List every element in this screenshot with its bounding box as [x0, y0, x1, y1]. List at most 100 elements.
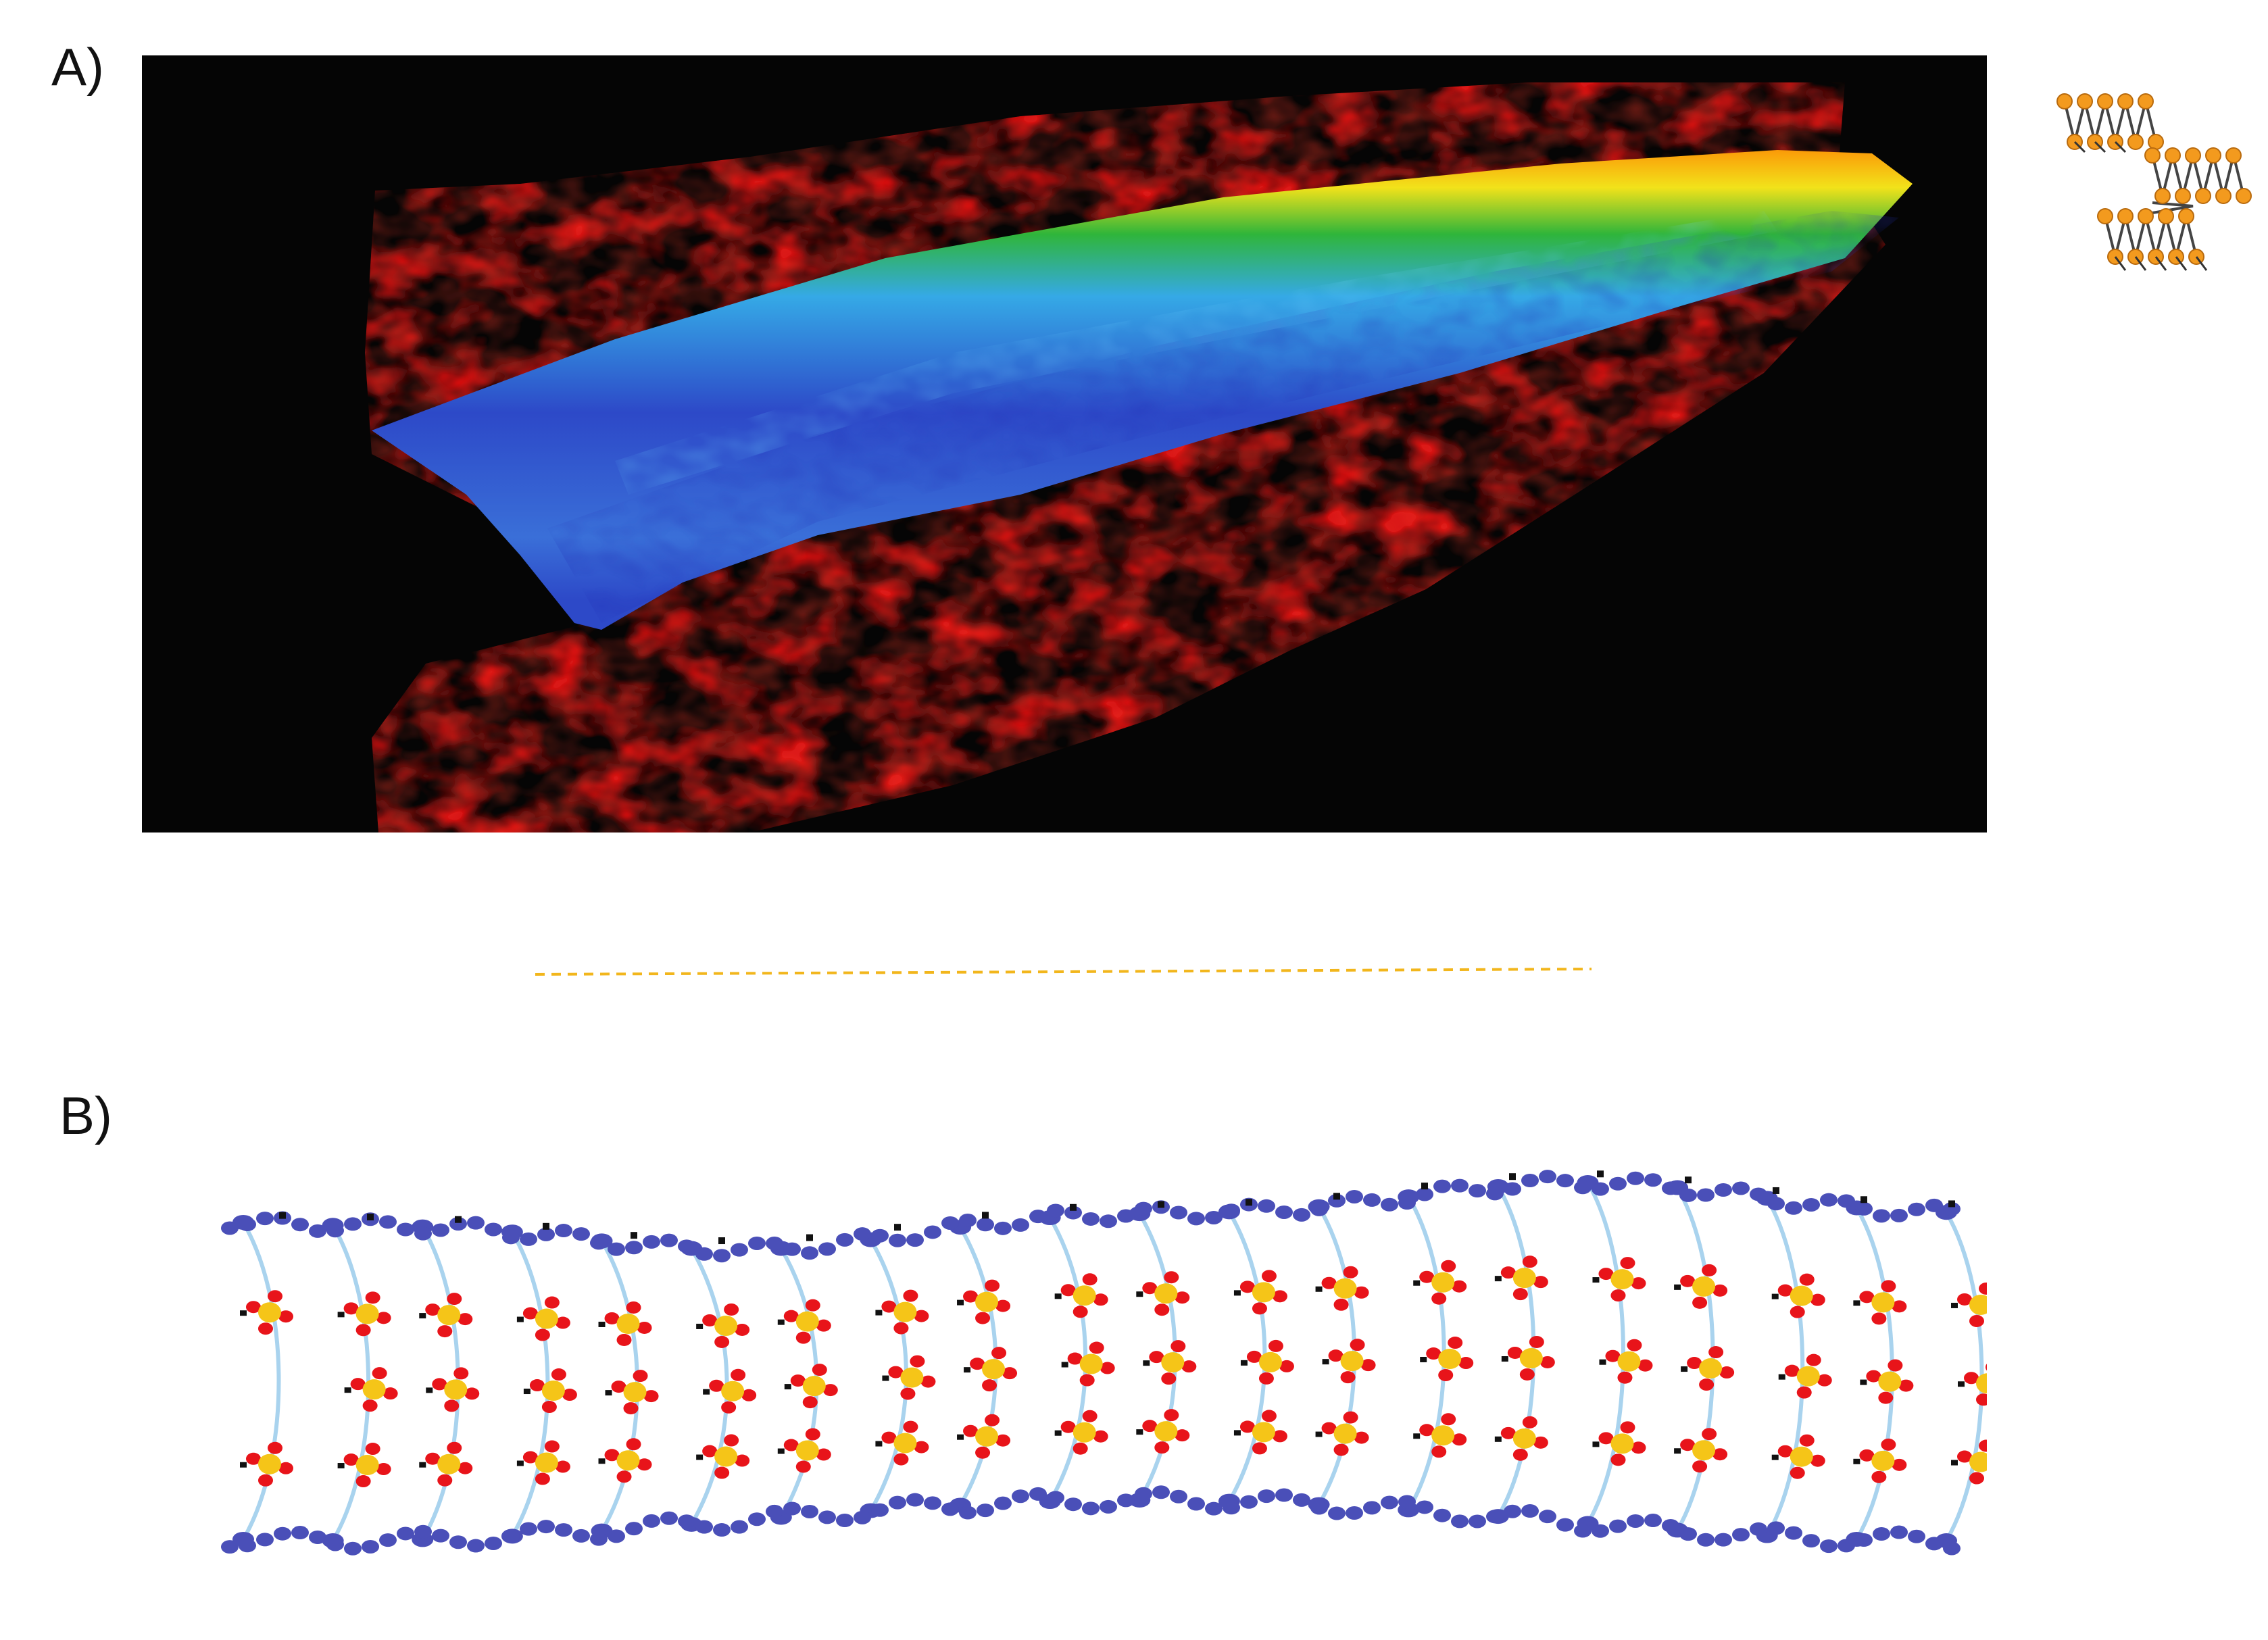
rosette-petal: [1340, 1371, 1356, 1384]
backbone-bead: [1609, 1176, 1627, 1191]
rosette-petal: [724, 1434, 739, 1447]
backbone-bead: [1258, 1489, 1275, 1504]
rosette-core: [1431, 1272, 1455, 1293]
backbone-bead: [608, 1242, 625, 1256]
backbone-bead: [467, 1539, 485, 1553]
terminal-marker: [1948, 1200, 1955, 1208]
rosette-petal: [604, 1312, 620, 1324]
backbone-bead: [1381, 1197, 1398, 1212]
backbone-bead: [1609, 1519, 1627, 1533]
backbone-bead: [818, 1242, 836, 1256]
backbone-bead: [1785, 1526, 1802, 1540]
rosette-petal: [1321, 1276, 1337, 1289]
rosette-petal: [529, 1379, 545, 1392]
rosette-petal: [920, 1375, 936, 1388]
backbone-bead: [432, 1223, 449, 1237]
rosette-core: [1617, 1351, 1641, 1372]
backbone-bead: [1715, 1533, 1732, 1547]
backbone-bead: [397, 1222, 414, 1237]
backbone-bead: [1855, 1533, 1873, 1547]
panel-a-label: A): [51, 37, 104, 97]
rosette-core: [362, 1379, 386, 1400]
rosette-petal: [1426, 1347, 1441, 1360]
backbone-bead: [1486, 1187, 1504, 1201]
rosette-petal: [1142, 1282, 1158, 1295]
rosette-petal: [1859, 1291, 1875, 1303]
backbone-bead: [291, 1526, 309, 1540]
backbone-bead: [467, 1216, 485, 1230]
backbone-bead: [1346, 1506, 1363, 1520]
backbone-bead: [397, 1526, 414, 1541]
backbone-bead: [379, 1215, 397, 1229]
rosette-petal: [1154, 1303, 1170, 1316]
backbone-bead: [1908, 1202, 1925, 1216]
rosette-core: [1079, 1353, 1103, 1374]
rosette-core: [437, 1305, 461, 1326]
rosette-petal: [1060, 1420, 1076, 1433]
backbone-bead: [678, 1239, 695, 1253]
rosette-petal: [437, 1474, 453, 1487]
rosette-petal: [1898, 1379, 1914, 1392]
backbone-bead: [643, 1235, 660, 1249]
rosette-petal: [464, 1387, 480, 1400]
rosette-petal: [258, 1322, 273, 1335]
terminal-marker: [1860, 1379, 1867, 1385]
backbone-bead: [414, 1524, 432, 1539]
terminal-marker: [605, 1390, 612, 1396]
backbone-bead: [572, 1227, 590, 1241]
rosette-petal: [383, 1387, 398, 1400]
backbone-bead: [1451, 1514, 1469, 1529]
rosette-core: [802, 1376, 826, 1397]
rosette-petal: [1892, 1300, 1907, 1313]
rosette-petal: [822, 1384, 838, 1397]
backbone-bead: [1135, 1201, 1152, 1216]
rosette-petal: [1328, 1349, 1343, 1362]
terminal-marker: [1501, 1356, 1508, 1362]
rosette-core: [1252, 1422, 1275, 1443]
backbone-bead: [309, 1530, 326, 1544]
rosette-petal: [1333, 1443, 1349, 1456]
terminal-marker: [1951, 1302, 1958, 1308]
rosette-petal: [795, 1331, 811, 1344]
rosette-petal: [893, 1453, 909, 1466]
rosette-petal: [1617, 1371, 1633, 1384]
rosette-petal: [1687, 1357, 1702, 1370]
rosette-petal: [721, 1401, 737, 1414]
backbone-bead: [1187, 1212, 1205, 1226]
backbone-bead: [766, 1237, 783, 1251]
backbone-bead: [1064, 1497, 1082, 1512]
rosette-petal: [982, 1379, 997, 1392]
backbone-bead: [1556, 1518, 1574, 1532]
rosette-petal: [611, 1381, 626, 1393]
rosette-petal: [1680, 1439, 1696, 1451]
rosette-core: [258, 1302, 281, 1323]
backbone-bead: [1029, 1210, 1047, 1224]
rosette-petal: [1268, 1339, 1283, 1352]
rosette-petal: [741, 1389, 757, 1401]
rosette-petal: [1082, 1273, 1098, 1286]
rosette-petal: [914, 1441, 929, 1453]
terminal-marker: [337, 1463, 345, 1469]
backbone-bead: [889, 1233, 906, 1247]
rosette-petal: [963, 1290, 979, 1303]
backbone-bead: [537, 1227, 555, 1241]
terminal-marker: [696, 1454, 704, 1460]
terminal-marker: [1494, 1276, 1502, 1282]
backbone-bead: [1943, 1541, 1961, 1556]
rosette-core: [1512, 1268, 1536, 1289]
terminal-marker: [1773, 1187, 1779, 1194]
backbone-bead: [1767, 1521, 1785, 1535]
rosette-core: [1258, 1351, 1282, 1372]
rosette-core: [1692, 1276, 1716, 1297]
terminal-marker: [875, 1441, 883, 1447]
rosette-petal: [1986, 1364, 1987, 1371]
rosette-petal: [816, 1448, 831, 1461]
backbone-bead: [1135, 1487, 1152, 1501]
rosette-petal: [1441, 1260, 1456, 1272]
rosette-petal: [995, 1434, 1011, 1447]
terminal-marker: [516, 1316, 524, 1322]
backbone-bead: [1697, 1533, 1715, 1547]
backbone-bead: [1486, 1510, 1504, 1524]
rosette-petal: [1333, 1298, 1349, 1311]
afm-height-map: [142, 55, 1987, 833]
